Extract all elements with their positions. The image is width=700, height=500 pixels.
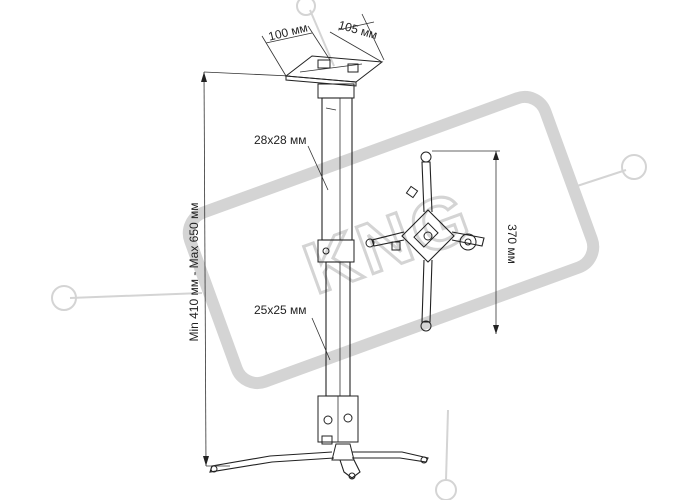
watermark-frame <box>182 90 600 390</box>
label-width-b: 105 мм <box>337 18 379 42</box>
watermark: KNG <box>51 0 647 500</box>
label-height-range: Min 410 мм - Max 650 мм <box>187 202 201 341</box>
height-dimension <box>201 71 291 467</box>
watermark-left-circle <box>51 285 77 311</box>
bracket-dimension <box>432 150 500 334</box>
label-bracket-span: 370 мм <box>505 224 519 264</box>
watermark-top-stem <box>309 9 335 67</box>
watermark-top-circle <box>296 0 316 16</box>
spider-mount <box>209 443 429 480</box>
watermark-bottom-stem <box>445 409 449 481</box>
label-width-a: 100 мм <box>267 20 309 43</box>
pole <box>317 83 359 445</box>
watermark-right-circle <box>621 154 647 180</box>
watermark-left-stem <box>69 292 203 299</box>
label-upper-tube: 28x28 мм <box>254 133 307 147</box>
projector-bracket <box>365 151 485 332</box>
watermark-right-stem <box>573 169 627 188</box>
label-lower-tube: 25x25 мм <box>254 303 307 317</box>
ceiling-plate <box>261 13 385 87</box>
watermark-bottom-circle <box>435 479 457 500</box>
